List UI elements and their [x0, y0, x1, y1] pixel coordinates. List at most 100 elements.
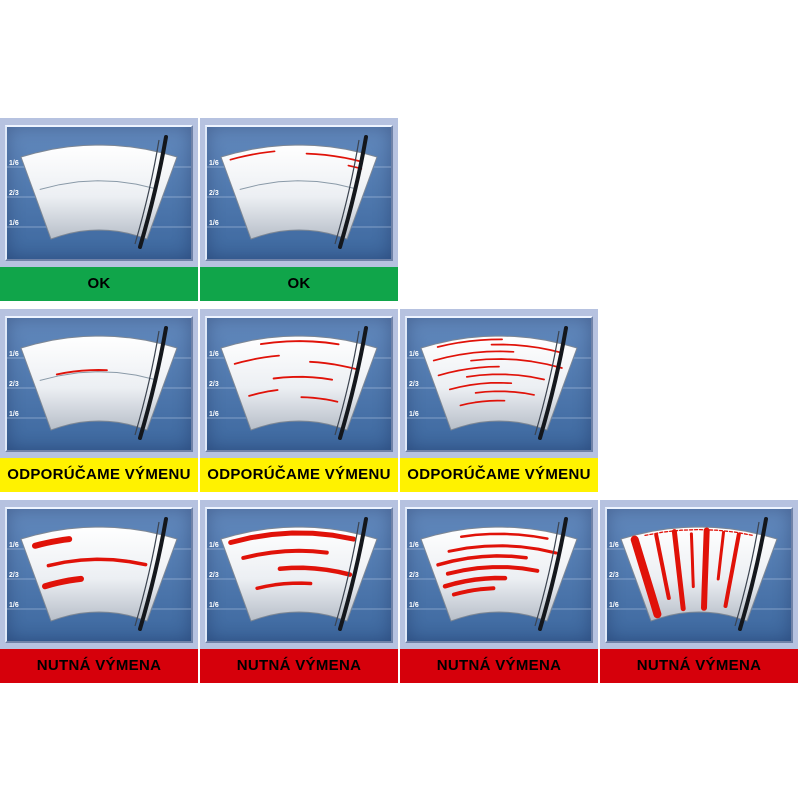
- status-label-recommend: ODPORÚČAME VÝMENU: [0, 458, 198, 492]
- scale-marker: 1/6: [609, 542, 619, 549]
- status-label-replace: NUTNÁ VÝMENA: [200, 649, 398, 683]
- wipe-streak: [229, 150, 276, 161]
- wipe-streak: [32, 536, 73, 549]
- wipe-streak: [309, 360, 358, 371]
- wipe-streak: [272, 375, 334, 381]
- wiper-blade: [538, 326, 568, 440]
- scale-marker: 1/6: [9, 160, 19, 167]
- wipe-streak: [39, 371, 156, 381]
- wiper-sweep-graphic: 1/62/31/6: [607, 517, 791, 631]
- streak-group: [39, 180, 156, 190]
- status-label-recommend: ODPORÚČAME VÝMENU: [200, 458, 398, 492]
- scale-marker: 1/6: [209, 602, 219, 609]
- wipe-streak: [654, 533, 671, 600]
- scale-marker: 1/6: [9, 220, 19, 227]
- wipe-streak: [239, 180, 356, 190]
- status-label-replace: NUTNÁ VÝMENA: [400, 649, 598, 683]
- wipe-streak: [436, 338, 503, 348]
- status-label-replace: NUTNÁ VÝMENA: [0, 649, 198, 683]
- wiper-blade: [538, 517, 568, 631]
- wipe-streak: [255, 581, 313, 591]
- wipe-streak: [248, 389, 279, 397]
- wipe-streak: [474, 390, 535, 396]
- wiper-sweep-graphic: 1/62/31/6: [7, 517, 191, 631]
- status-label-ok: OK: [200, 267, 398, 301]
- panel-wrap: 1/6 2/3 1/6: [200, 500, 398, 649]
- wipe-streak: [459, 532, 549, 540]
- scale-marker: 2/3: [409, 381, 419, 388]
- scale-marker: 1/6: [9, 602, 19, 609]
- wipe-streak: [432, 350, 515, 362]
- wiper-blade: [138, 517, 168, 631]
- wipe-streak: [259, 340, 340, 346]
- wipe-streak: [459, 399, 506, 407]
- wiper-sweep-graphic: 1/6 2/3 1/6: [407, 326, 591, 440]
- wiper-arm-line: [134, 330, 160, 436]
- streak-group: [39, 369, 156, 381]
- wiper-arm-line: [734, 521, 760, 627]
- scale-marker: 1/6: [9, 542, 19, 549]
- scale-marker: 2/3: [409, 572, 419, 579]
- wiper-arm-line: [334, 139, 360, 245]
- wipe-streak: [39, 180, 156, 190]
- wiper-blade: [138, 326, 168, 440]
- scale-marker: 1/6: [209, 411, 219, 418]
- streak-group: [32, 536, 148, 590]
- scale-marker: 1/6: [409, 602, 419, 609]
- scale-marker: 1/6: [409, 411, 419, 418]
- wiper-panel: 1/6 2/3 1/6: [405, 316, 593, 452]
- scale-marker: 1/6: [9, 351, 19, 358]
- streak-group: [233, 340, 358, 403]
- scale-marker: 2/3: [209, 381, 219, 388]
- wipe-streak: [451, 586, 496, 597]
- wipe-streak: [42, 575, 84, 590]
- wipe-streak: [46, 557, 148, 568]
- wiper-blade: [138, 135, 168, 249]
- scale-marker: 1/6: [209, 542, 219, 549]
- wipe-streak: [445, 565, 540, 576]
- wipe-streak: [233, 354, 280, 365]
- wipe-streak: [228, 530, 357, 545]
- wipe-streak: [436, 554, 528, 567]
- wipe-streak: [490, 343, 563, 354]
- wiper-sweep-graphic: 1/62/31/6: [7, 326, 191, 440]
- wiper-sweep-graphic: 1/62/31/6: [207, 326, 391, 440]
- wipe-streak: [465, 373, 545, 381]
- wiper-panel: 1/6 2/3 1/6: [205, 507, 393, 643]
- scale-marker: 2/3: [209, 572, 219, 579]
- wipe-streak: [716, 531, 725, 581]
- wipe-streak: [630, 535, 662, 619]
- wiper-blade: [338, 135, 368, 249]
- scale-marker: 1/6: [9, 411, 19, 418]
- wiper-arm-line: [134, 521, 160, 627]
- scale-marker: 1/6: [409, 351, 419, 358]
- scale-marker: 2/3: [209, 190, 219, 197]
- wipe-streak: [701, 527, 710, 611]
- wiper-arm-line: [334, 521, 360, 627]
- wiper-sweep-graphic: 1/6 2/3 1/6: [207, 517, 391, 631]
- wipe-streak: [723, 532, 741, 608]
- status-label-recommend: ODPORÚČAME VÝMENU: [400, 458, 598, 492]
- wipe-streak: [241, 548, 329, 560]
- row-recommend-replacement: 1/6 2/3 1/6 ODPORÚČAME VÝMENU 1/6 2/3 1/6 OD…: [0, 309, 800, 492]
- wipe-streak: [644, 528, 754, 537]
- wiper-arm-line: [534, 330, 560, 436]
